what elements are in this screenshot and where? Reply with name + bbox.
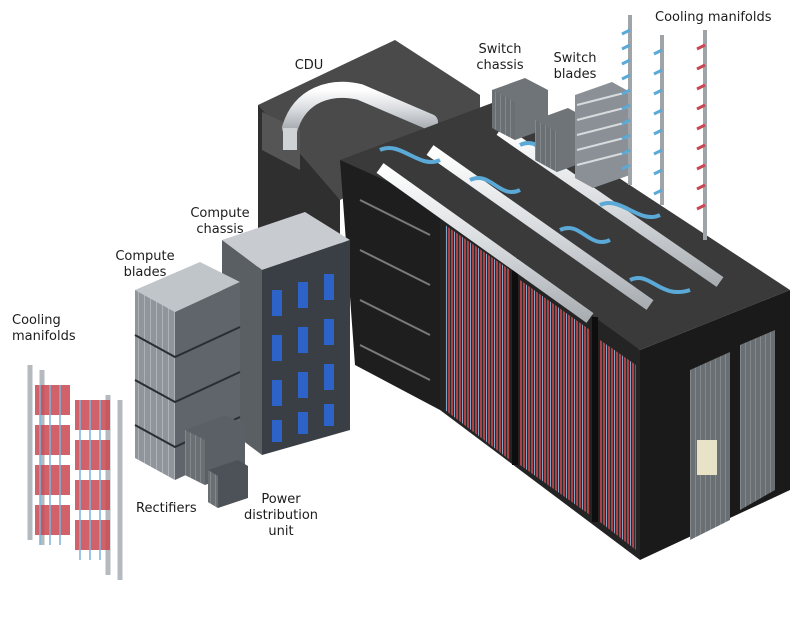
compute-chassis <box>222 212 350 455</box>
cooling-manifolds-top <box>621 15 707 240</box>
switch-blades <box>575 82 630 188</box>
label-rectifiers: Rectifiers <box>136 501 197 516</box>
label-cdu: CDU <box>294 58 324 73</box>
power-distribution-unit <box>208 460 248 508</box>
label-cooling-manifolds-top: Cooling manifolds <box>655 10 772 25</box>
label-power-distribution-unit: Power distribution unit <box>243 492 319 539</box>
cooling-manifolds-left <box>27 365 123 580</box>
compute-cabinet-row <box>340 100 790 560</box>
